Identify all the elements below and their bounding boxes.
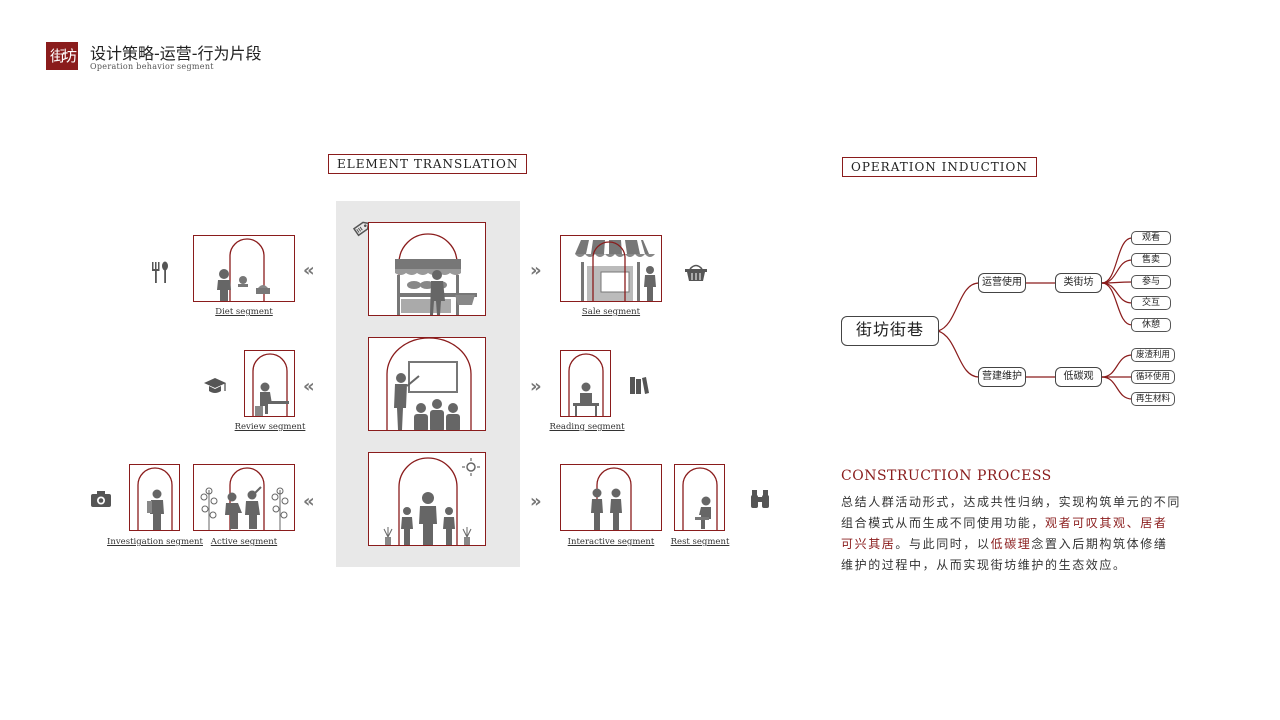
process-highlight-resident: 居者可兴其居 <box>841 516 1168 551</box>
mindmap-leaf-sell: 售卖 <box>1131 253 1171 267</box>
process-text-part2: 。与此同时，以 <box>895 537 991 551</box>
rest-segment-label: Rest segment <box>670 537 730 547</box>
fork-spoon-icon <box>152 261 168 283</box>
diet-frame <box>193 235 295 302</box>
basket-icon <box>685 264 707 281</box>
operation-induction-label: OPERATION INDUCTION <box>842 157 1037 177</box>
chevron-left-icon: « <box>303 260 314 281</box>
diet-segment-label: Diet segment <box>215 307 273 317</box>
element-translation-label: ELEMENT TRANSLATION <box>328 154 528 174</box>
reading-frame <box>560 350 611 417</box>
chevron-right-icon: » <box>530 376 541 397</box>
interactive-segment-label: Interactive segment <box>567 537 655 547</box>
process-separator: 、 <box>1126 516 1141 530</box>
process-text-part1: 总结人群活动形式，达成共性归纳，实现构筑单元的不同组合模式从而生成不同使用功能， <box>841 495 1182 530</box>
review-segment-label: Review segment <box>234 422 306 432</box>
chevron-right-icon: » <box>530 491 541 512</box>
chevron-left-icon: « <box>303 376 314 397</box>
binoculars-icon <box>751 490 769 508</box>
active-frame <box>193 464 295 531</box>
interactive-frame <box>560 464 662 531</box>
center-frame-market <box>368 222 486 316</box>
chevron-right-icon: » <box>530 260 541 281</box>
sale-frame <box>560 235 662 302</box>
page-title: 设计策略-运营-行为片段 <box>90 44 262 63</box>
chevron-left-icon: « <box>303 491 314 512</box>
investigation-frame <box>129 464 180 531</box>
construction-process-text: 总结人群活动形式，达成共性归纳，实现构筑单元的不同组合模式从而生成不同使用功能，… <box>841 492 1181 576</box>
mindmap-node-street-like: 类街坊 <box>1055 273 1102 293</box>
active-segment-label: Active segment <box>210 537 278 547</box>
rest-frame <box>674 464 725 531</box>
mindmap-branch-operation: 运营使用 <box>978 273 1026 293</box>
mindmap-leaf-renewable: 再生材料 <box>1131 392 1175 406</box>
mindmap-leaf-rest: 休憩 <box>1131 318 1171 332</box>
mindmap-node-low-carbon: 低碳观 <box>1055 367 1102 387</box>
mindmap-leaf-watch: 观看 <box>1131 231 1171 245</box>
mindmap-connectors <box>937 237 1133 400</box>
process-highlight-low-carbon: 低碳理 <box>990 537 1032 551</box>
page-subtitle: Operation behavior segment <box>90 62 214 71</box>
camera-icon <box>91 491 111 507</box>
process-text-part3: 念置入后期构筑体修缮维护的过程中，从而实现街坊维护的生态效应。 <box>841 537 1168 572</box>
sale-segment-label: Sale segment <box>581 307 641 317</box>
mindmap-root: 街坊街巷 <box>841 316 939 346</box>
brand-logo: 街坊 <box>46 42 78 70</box>
mindmap-branch-maintenance: 营建维护 <box>978 367 1026 387</box>
construction-process-heading: CONSTRUCTION PROCESS <box>841 468 1052 484</box>
reading-segment-label: Reading segment <box>549 422 625 432</box>
mindmap-leaf-recycle: 循环使用 <box>1131 370 1175 384</box>
mindmap-leaf-participate: 参与 <box>1131 275 1171 289</box>
process-highlight-viewer: 观者可叹其观 <box>1045 516 1127 530</box>
books-icon <box>630 377 649 394</box>
graduation-cap-icon <box>204 378 226 393</box>
mindmap-leaf-interact: 交互 <box>1131 296 1171 310</box>
center-frame-family <box>368 452 486 546</box>
mindmap-leaf-waste-reuse: 废渣利用 <box>1131 348 1175 362</box>
review-frame <box>244 350 295 417</box>
investigation-segment-label: Investigation segment <box>107 537 203 547</box>
center-frame-classroom <box>368 337 486 431</box>
